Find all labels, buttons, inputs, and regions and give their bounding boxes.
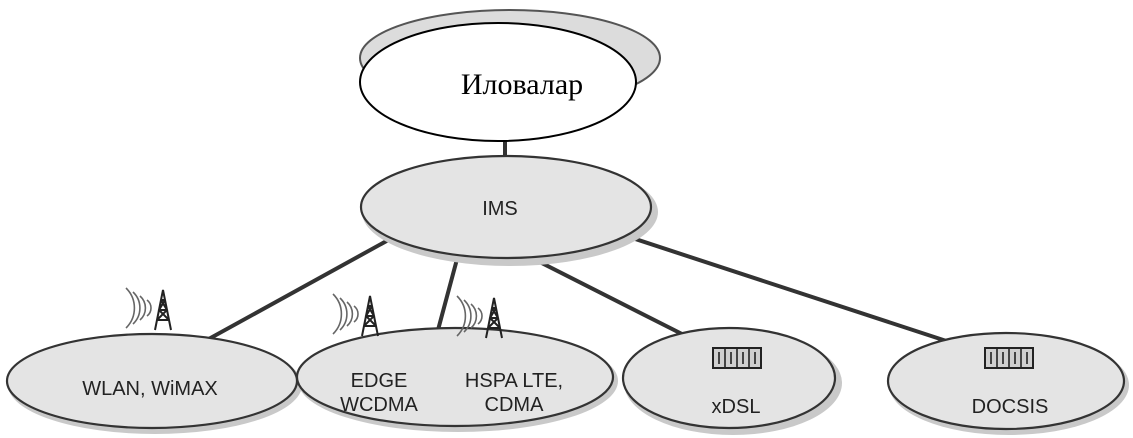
link-ims-wlan <box>194 236 394 348</box>
access-node-docsis: DOCSIS <box>886 331 1129 435</box>
xdsl-node-ellipse <box>621 326 837 430</box>
edge-label-line1: EDGE <box>351 370 408 392</box>
hspa-label-line2: CDMA <box>485 394 545 416</box>
access-node-xdsl: xDSL <box>621 326 842 435</box>
applications-node-label: Иловалар <box>461 68 583 101</box>
link-ims-xdsl <box>518 250 684 336</box>
docsis-node-ellipse <box>886 331 1126 431</box>
docsis-node-label: DOCSIS <box>972 396 1049 418</box>
cellular-node-ellipse <box>295 326 615 428</box>
wlan-node-label: WLAN, WiMAX <box>82 378 218 400</box>
edge-label-line2: WCDMA <box>340 394 418 416</box>
modem-box-icon <box>984 347 1034 369</box>
radio-tower-icon <box>456 295 503 339</box>
ims-node-label: IMS <box>482 198 518 220</box>
access-node-cellular: EDGE WCDMA HSPA LTE, CDMA <box>295 326 618 432</box>
link-ims-docsis <box>618 232 982 354</box>
radio-tower-icon <box>332 293 379 337</box>
ims-node: IMS <box>359 154 658 266</box>
ims-node-ellipse <box>359 154 653 260</box>
hspa-label-line1: HSPA LTE, <box>465 370 563 392</box>
applications-node-ellipse <box>359 22 637 142</box>
xdsl-node-label: xDSL <box>712 396 761 418</box>
radio-tower-icon <box>125 287 172 331</box>
modem-box-icon <box>712 347 762 369</box>
access-node-wlan: WLAN, WiMAX <box>5 332 302 434</box>
applications-node: Иловалар <box>359 9 661 142</box>
